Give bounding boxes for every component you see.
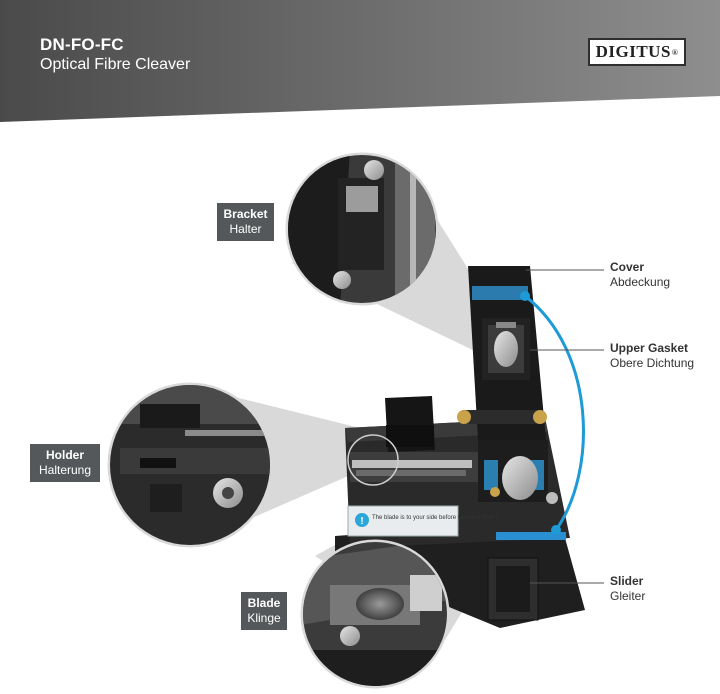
header-banner: DN-FO-FC Optical Fibre Cleaver DIGITUS® bbox=[0, 0, 720, 122]
info-icon bbox=[355, 513, 369, 527]
slider-label-en: Slider bbox=[610, 574, 644, 588]
arc-start-dot bbox=[520, 291, 530, 301]
bracket-label-en: Bracket bbox=[223, 207, 268, 221]
cover-callout: Cover Abdeckung bbox=[610, 260, 670, 290]
bracket-magnifier bbox=[285, 152, 439, 306]
slider-label-de: Gleiter bbox=[610, 589, 646, 603]
bracket-label-de: Halter bbox=[229, 222, 262, 236]
cover-label-en: Cover bbox=[610, 260, 645, 274]
upper-gasket-label-en: Upper Gasket bbox=[610, 341, 689, 355]
brand-logo-text: DIGITUS bbox=[595, 42, 671, 61]
cover-swing-arc bbox=[524, 294, 585, 531]
holder-label: Holder Halterung bbox=[30, 444, 100, 482]
bracket-label: Bracket Halter bbox=[217, 203, 274, 241]
holder-label-en: Holder bbox=[45, 448, 84, 462]
slider-callout: Slider Gleiter bbox=[610, 574, 645, 604]
cover-label-de: Abdeckung bbox=[610, 275, 671, 289]
svg-text:!: ! bbox=[360, 516, 363, 527]
banner-background bbox=[0, 0, 720, 122]
holder-magnifier bbox=[107, 382, 273, 548]
product-name: Optical Fibre Cleaver bbox=[40, 56, 191, 73]
blade-label: Blade Klinge bbox=[241, 592, 287, 630]
brand-logo: DIGITUS® bbox=[588, 38, 686, 66]
model-number: DN-FO-FC bbox=[40, 35, 124, 54]
blade-magnifier bbox=[300, 539, 450, 689]
warning-text: The blade is to your side before setting… bbox=[372, 515, 497, 521]
arc-end-dot bbox=[551, 525, 561, 535]
blade-label-de: Klinge bbox=[247, 611, 281, 625]
registered-mark: ® bbox=[671, 47, 679, 57]
upper-gasket-callout: Upper Gasket Obere Dichtung bbox=[610, 341, 694, 371]
blade-label-en: Blade bbox=[247, 596, 281, 610]
upper-gasket-label-de: Obere Dichtung bbox=[610, 356, 695, 370]
holder-highlight-ring bbox=[347, 434, 399, 486]
holder-label-de: Halterung bbox=[38, 463, 92, 477]
